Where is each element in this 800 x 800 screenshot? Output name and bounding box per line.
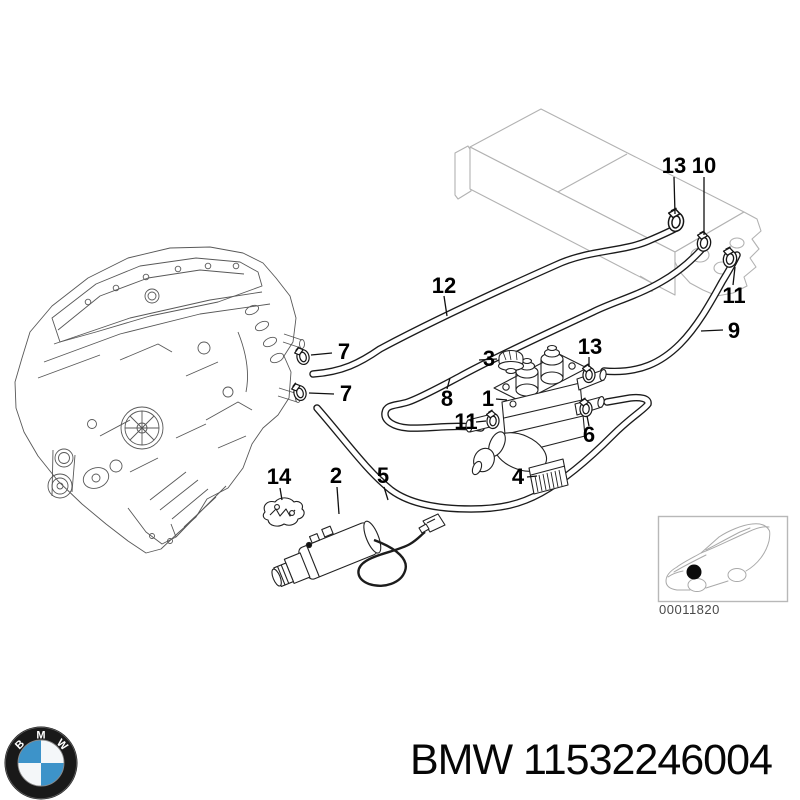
callout-13-heater: 13 bbox=[661, 153, 687, 178]
clamp-7a-icon bbox=[292, 344, 312, 367]
callout-11-valve: 11 bbox=[454, 409, 478, 434]
rubber-pad-part-4 bbox=[528, 458, 569, 495]
water-valve-assembly bbox=[465, 344, 607, 476]
engine-sketch bbox=[14, 246, 305, 554]
part-number: 11532246004 bbox=[523, 736, 773, 784]
callout-10: 10 bbox=[691, 153, 717, 178]
callout-7a: 7 bbox=[337, 339, 351, 364]
leader-lines bbox=[279, 176, 736, 515]
bracket-part-14 bbox=[262, 497, 305, 527]
callout-13-valve: 13 bbox=[577, 334, 603, 359]
hose-12 bbox=[309, 224, 680, 378]
car-inset bbox=[657, 515, 789, 603]
diagram-image-code: 00011820 bbox=[659, 602, 720, 617]
heater-core bbox=[454, 108, 762, 297]
callout-1: 1 bbox=[481, 386, 495, 411]
callout-2: 2 bbox=[329, 463, 343, 488]
callout-6: 6 bbox=[582, 422, 596, 447]
callout-14: 14 bbox=[266, 464, 292, 489]
callout-3: 3 bbox=[482, 346, 496, 371]
part-location-dot bbox=[686, 564, 702, 580]
callout-5: 5 bbox=[376, 463, 390, 488]
callout-12: 12 bbox=[431, 273, 457, 298]
callout-11-heater: 11 bbox=[722, 283, 746, 308]
callout-8: 8 bbox=[440, 386, 454, 411]
hose-5 bbox=[313, 393, 652, 513]
part-number-title: BMW 11532246004 bbox=[410, 736, 773, 785]
callout-9: 9 bbox=[727, 318, 741, 343]
callout-7b: 7 bbox=[339, 381, 353, 406]
logo-letter-m: M bbox=[36, 730, 45, 742]
clamp-7b-icon bbox=[289, 380, 309, 403]
grommet-part-3 bbox=[497, 349, 525, 375]
hose-9 bbox=[600, 251, 741, 376]
brand-name: BMW bbox=[410, 736, 513, 784]
callout-4: 4 bbox=[511, 464, 525, 489]
bmw-roundel-logo: B M W bbox=[4, 726, 78, 800]
aux-water-pump bbox=[271, 513, 446, 587]
